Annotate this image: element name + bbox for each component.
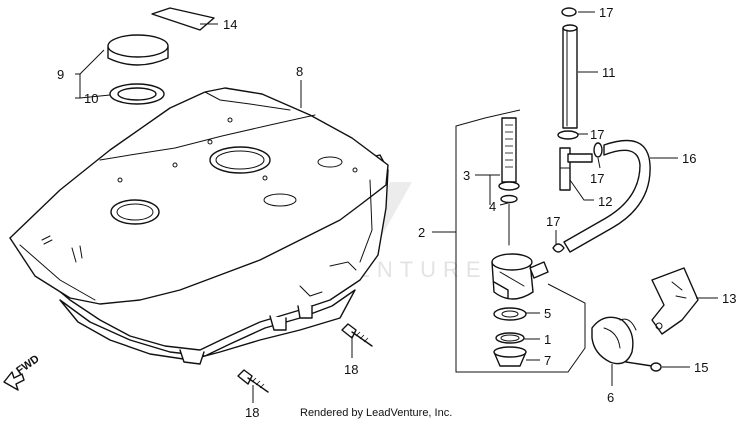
callout-17-lower: 17 xyxy=(546,214,560,229)
callout-3: 3 xyxy=(463,168,470,183)
clip-17-middle[interactable] xyxy=(557,130,603,158)
callout-11: 11 xyxy=(602,65,616,80)
callout-18-left: 18 xyxy=(245,405,259,420)
callout-2: 2 xyxy=(418,225,425,240)
callout-16: 16 xyxy=(682,151,696,166)
callout-10: 10 xyxy=(84,91,98,106)
sediment-cup-7[interactable] xyxy=(493,346,527,367)
callout-1: 1 xyxy=(544,332,551,347)
cap-gasket[interactable] xyxy=(109,83,165,105)
clip-17-lower[interactable] xyxy=(552,243,565,253)
fuel-cock-box xyxy=(455,109,586,373)
callout-13: 13 xyxy=(722,291,736,306)
tube-joint-12[interactable] xyxy=(559,147,593,191)
fuel-strainer-tube[interactable] xyxy=(498,117,520,246)
callout-15: 15 xyxy=(694,360,708,375)
callout-12: 12 xyxy=(598,194,612,209)
caution-label[interactable] xyxy=(151,7,215,31)
fuel-tank[interactable] xyxy=(9,87,389,365)
callouts: 14 9 10 8 3 4 2 5 1 7 17 11 17 17 12 16 … xyxy=(57,5,736,420)
fwd-arrow: FWD xyxy=(3,353,42,391)
fwd-label: FWD xyxy=(14,353,41,377)
callout-17-joint: 17 xyxy=(590,171,604,186)
leader-lines xyxy=(75,11,718,403)
callout-18-center: 18 xyxy=(344,362,358,377)
fuel-tube-11[interactable] xyxy=(562,24,578,129)
callout-4: 4 xyxy=(489,199,496,214)
callout-14: 14 xyxy=(223,17,237,32)
callout-17-top: 17 xyxy=(599,5,613,20)
bolt-18-center[interactable] xyxy=(341,323,373,347)
callout-5: 5 xyxy=(544,306,551,321)
gasket-1[interactable] xyxy=(495,332,525,344)
fuel-cock-cover-6[interactable] xyxy=(591,316,637,365)
screw-15[interactable] xyxy=(625,361,662,372)
filler-cap[interactable] xyxy=(107,34,169,66)
fuel-cock-body[interactable] xyxy=(491,253,549,300)
callout-8: 8 xyxy=(296,64,303,79)
callout-17-middle: 17 xyxy=(590,127,604,142)
bolt-18-left[interactable] xyxy=(237,369,269,393)
callout-9: 9 xyxy=(57,67,64,82)
callout-6: 6 xyxy=(607,390,614,405)
fuel-hose-16[interactable] xyxy=(563,139,651,253)
bracket-13[interactable] xyxy=(651,267,699,335)
rendered-by-credit: Rendered by LeadVenture, Inc. xyxy=(300,407,452,419)
clip-17-top[interactable] xyxy=(561,7,577,17)
o-ring-5[interactable] xyxy=(493,307,527,321)
callout-7: 7 xyxy=(544,353,551,368)
